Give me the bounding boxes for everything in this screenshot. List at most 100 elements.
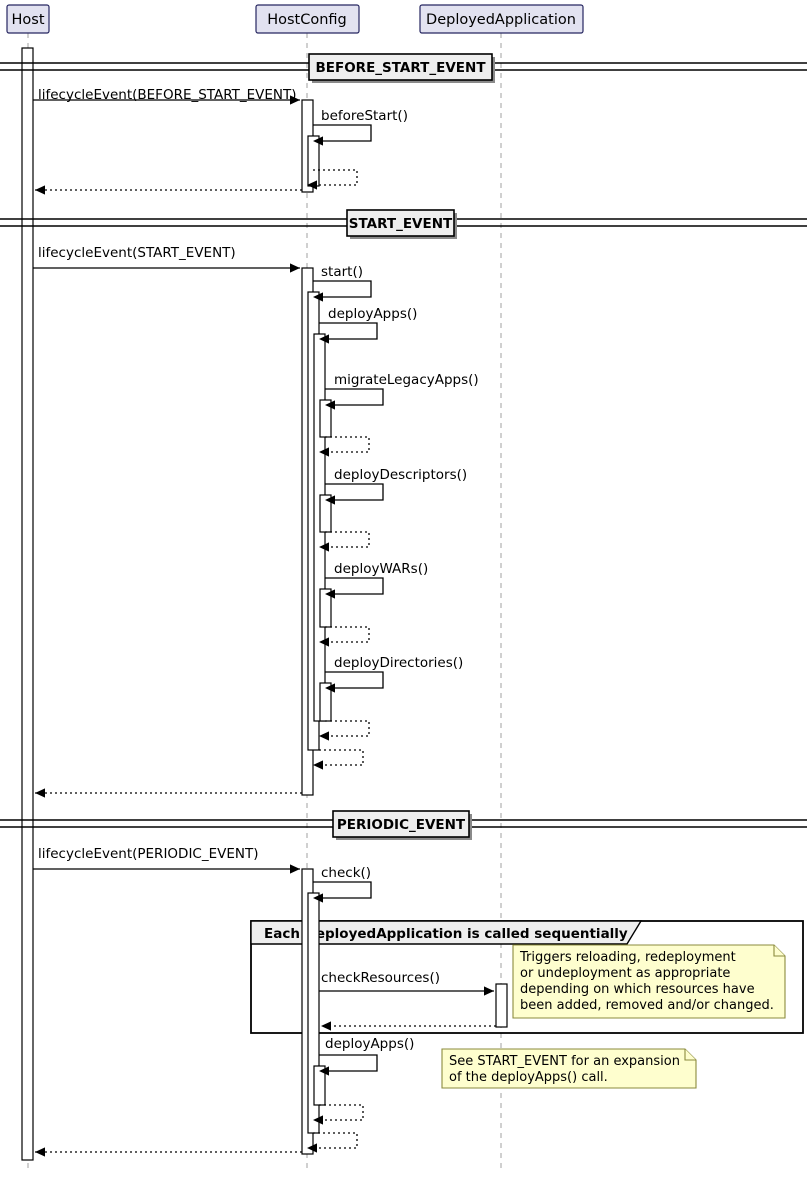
message-label-m10: deployDescriptors() — [334, 467, 467, 483]
divider-box-divider-before-start — [308, 53, 493, 81]
self-return-path-m24 — [313, 1132, 358, 1149]
arrowhead-m20 — [484, 986, 494, 996]
message-m14[interactable]: deployDirectories() — [325, 655, 463, 693]
arrowhead-m22 — [319, 1066, 329, 1076]
participant-label-host: Host — [11, 12, 44, 28]
message-m8[interactable]: migrateLegacyApps() — [325, 372, 479, 410]
message-label-m20: checkResources() — [321, 970, 440, 986]
message-m18[interactable]: lifecycleEvent(PERIODIC_EVENT) — [33, 846, 300, 874]
message-label-m1: lifecycleEvent(BEFORE_START_EVENT) — [38, 87, 297, 103]
message-m19[interactable]: check() — [313, 865, 372, 903]
participant-box-deploy[interactable] — [419, 4, 584, 34]
message-m24[interactable] — [307, 1132, 358, 1153]
divider-label-divider-before-start: BEFORE_START_EVENT — [315, 60, 486, 76]
self-call-path-m22 — [319, 1054, 378, 1072]
note-line-note-deployapps-0: See START_EVENT for an expansion — [449, 1054, 680, 1069]
message-m12[interactable]: deployWARs() — [325, 561, 428, 599]
divider-label-divider-start: START_EVENT — [349, 216, 453, 232]
arrowhead-m2 — [313, 136, 323, 146]
self-return-path-m11 — [325, 531, 370, 548]
message-m22[interactable]: deployApps() — [319, 1036, 414, 1076]
note-line-note-checkresources-1: or undeployment as appropriate — [520, 966, 730, 981]
message-label-m6: start() — [321, 264, 363, 280]
participant-deploy[interactable]: DeployedApplication — [419, 4, 584, 34]
arrowhead-m15 — [319, 731, 329, 741]
self-call-path-m19 — [313, 881, 372, 899]
message-label-m2: beforeStart() — [321, 108, 408, 124]
arrowhead-m1 — [290, 95, 300, 105]
message-m5[interactable]: lifecycleEvent(START_EVENT) — [33, 245, 300, 273]
self-return-path-m3 — [313, 169, 358, 186]
note-line-note-deployapps-1: of the deployApps() call. — [449, 1070, 608, 1085]
self-return-path-m9 — [325, 436, 370, 453]
message-m6[interactable]: start() — [313, 264, 372, 302]
arrowhead-m16 — [313, 760, 323, 770]
arrowhead-m5 — [290, 263, 300, 273]
note-line-note-checkresources-3: been added, removed and/or changed. — [520, 998, 774, 1013]
message-m1[interactable]: lifecycleEvent(BEFORE_START_EVENT) — [33, 87, 300, 105]
divider-divider-periodic: PERIODIC_EVENT — [0, 810, 807, 840]
participant-host[interactable]: Host — [6, 4, 50, 34]
message-label-m22: deployApps() — [325, 1036, 414, 1052]
message-m4[interactable] — [35, 185, 302, 195]
message-m7[interactable]: deployApps() — [319, 306, 417, 344]
message-label-m12: deployWARs() — [334, 561, 428, 577]
message-m20[interactable]: checkResources() — [319, 970, 494, 996]
arrowhead-m9 — [319, 447, 329, 457]
arrowhead-m6 — [313, 292, 323, 302]
arrowhead-m18 — [290, 864, 300, 874]
message-label-m19: check() — [321, 865, 371, 881]
dividers-layer: BEFORE_START_EVENT START_EVENT PERIODIC_EV… — [0, 53, 807, 840]
divider-divider-start: START_EVENT — [0, 209, 807, 239]
divider-divider-before-start: BEFORE_START_EVENT — [0, 53, 807, 83]
divider-label-divider-periodic: PERIODIC_EVENT — [337, 817, 466, 833]
self-return-path-m23 — [319, 1104, 364, 1121]
arrowhead-m10 — [325, 495, 335, 505]
message-m15[interactable] — [319, 720, 370, 741]
arrowhead-m11 — [319, 542, 329, 552]
self-call-path-m7 — [319, 322, 378, 340]
message-m23[interactable] — [313, 1104, 364, 1125]
self-return-path-m16 — [319, 749, 364, 766]
participant-box-host[interactable] — [6, 4, 50, 34]
arrowhead-m4 — [35, 185, 45, 195]
arrowhead-m21 — [321, 1021, 331, 1031]
self-call-path-m6 — [313, 280, 372, 298]
message-label-m14: deployDirectories() — [334, 655, 463, 671]
message-m2[interactable]: beforeStart() — [313, 108, 408, 146]
message-m16[interactable] — [313, 749, 364, 770]
note-body-note-checkresources — [512, 944, 786, 1019]
arrowhead-m23 — [313, 1115, 323, 1125]
arrowhead-m25 — [35, 1147, 45, 1157]
self-call-path-m2 — [313, 124, 372, 142]
self-return-path-m15 — [325, 720, 370, 737]
arrowhead-m14 — [325, 683, 335, 693]
participants-layer: Host HostConfig DeployedApplication — [6, 4, 584, 34]
message-m25[interactable] — [35, 1147, 302, 1157]
note-fold-corner-note-deployapps — [684, 1049, 696, 1061]
arrowhead-m8 — [325, 400, 335, 410]
message-m3[interactable] — [307, 169, 358, 190]
message-m17[interactable] — [35, 788, 302, 798]
activation-bar-act-deploy-1 — [495, 983, 508, 1028]
note-fold-corner-note-checkresources — [773, 945, 785, 957]
participant-label-config: HostConfig — [267, 12, 347, 28]
message-m9[interactable] — [319, 436, 370, 457]
participant-box-config[interactable] — [255, 4, 360, 34]
message-m10[interactable]: deployDescriptors() — [325, 467, 467, 505]
message-m11[interactable] — [319, 531, 370, 552]
divider-box-divider-periodic — [332, 810, 470, 838]
self-call-path-m12 — [325, 577, 384, 595]
arrowhead-m24 — [307, 1143, 317, 1153]
message-m13[interactable] — [319, 626, 370, 647]
note-line-note-checkresources-2: depending on which resources have — [520, 982, 755, 997]
message-m21[interactable] — [321, 1021, 496, 1031]
arrowhead-m19 — [313, 893, 323, 903]
arrowhead-m13 — [319, 637, 329, 647]
self-call-path-m14 — [325, 671, 384, 689]
message-label-m5: lifecycleEvent(START_EVENT) — [38, 245, 236, 261]
participant-config[interactable]: HostConfig — [255, 4, 360, 34]
